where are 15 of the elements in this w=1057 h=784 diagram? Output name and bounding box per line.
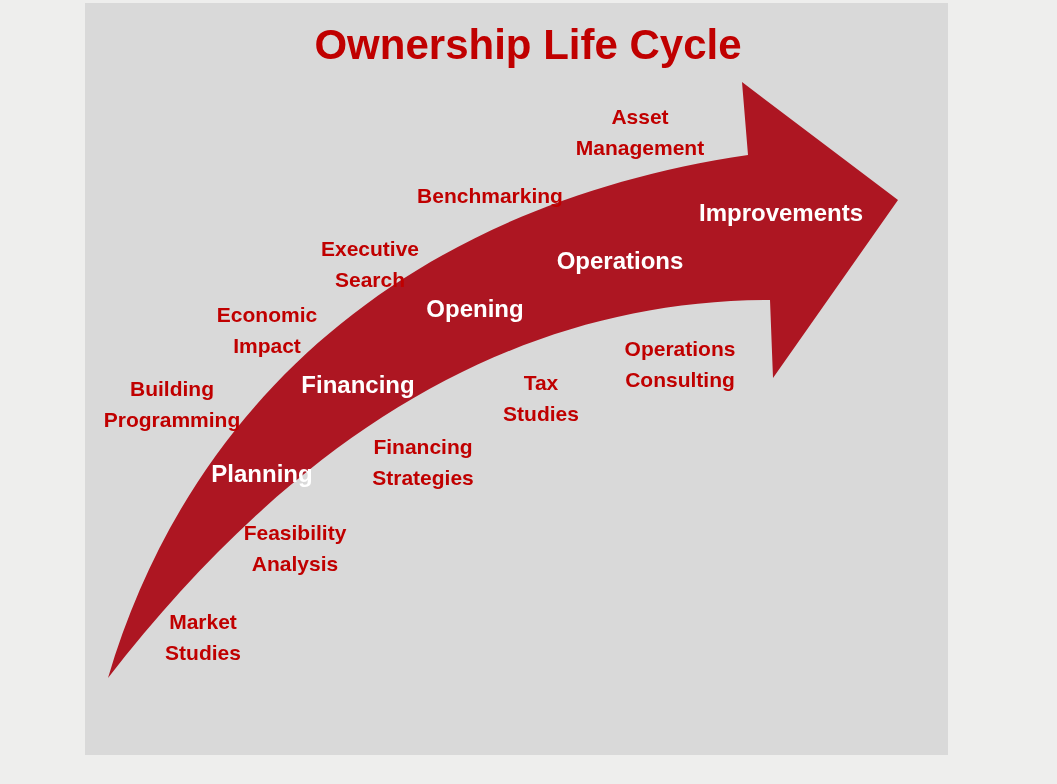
stage-label: Opening <box>426 295 524 323</box>
service-label: Economic Impact <box>215 302 319 359</box>
service-label: Building Programming <box>102 376 242 433</box>
title: Ownership Life Cycle <box>314 21 742 69</box>
stage-label: Operations <box>556 247 684 275</box>
service-label: Asset Management <box>574 104 706 161</box>
service-label: Tax Studies <box>502 370 580 427</box>
service-label: Market Studies <box>164 609 242 666</box>
stage-label: Improvements <box>698 199 864 227</box>
service-label: Benchmarking <box>417 182 563 209</box>
service-label: Feasibility Analysis <box>242 520 348 577</box>
service-label: Financing Strategies <box>371 434 475 491</box>
service-label: Executive Search <box>319 236 421 293</box>
stage-label: Financing <box>301 371 415 399</box>
service-label: Operations Consulting <box>623 336 737 393</box>
